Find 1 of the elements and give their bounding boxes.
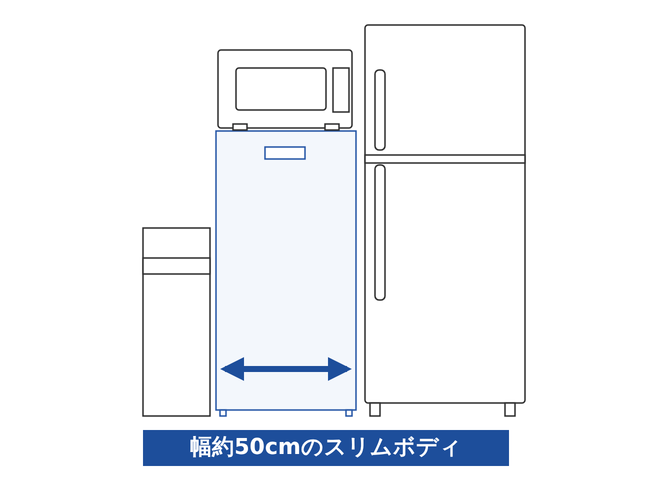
caption-banner: 幅約50cmのスリムボディ xyxy=(143,430,509,466)
